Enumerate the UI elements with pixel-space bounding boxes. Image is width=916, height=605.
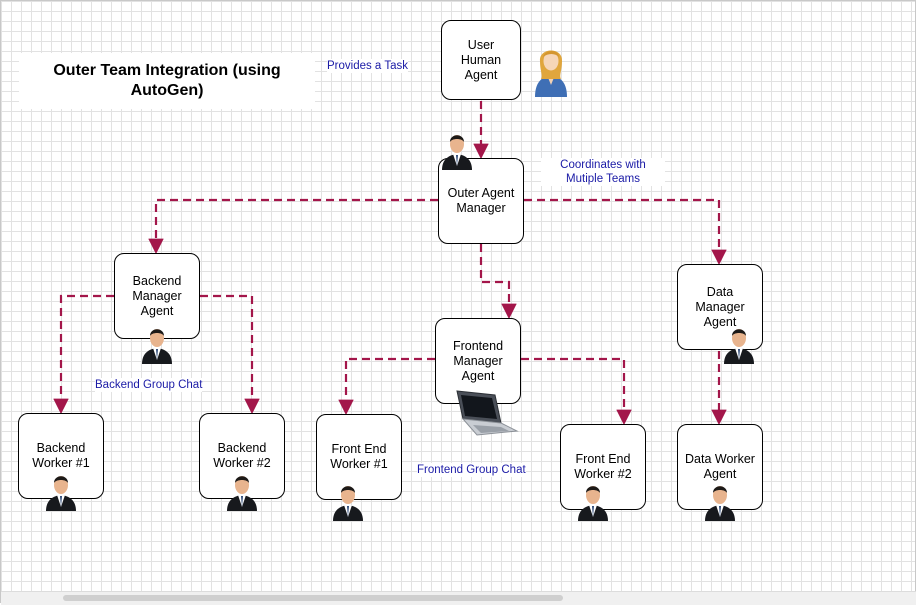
- scrollbar-thumb[interactable]: [63, 595, 563, 601]
- laptop-icon: [456, 390, 519, 436]
- edge-frontend-to-worker2: [521, 357, 632, 426]
- businessman-icon: [142, 329, 172, 364]
- node-front-end-worker-1[interactable]: Front End Worker #1: [316, 414, 402, 500]
- node-user-human-agent[interactable]: User Human Agent: [441, 20, 521, 100]
- businessman-icon: [227, 476, 257, 511]
- node-data-manager-agent[interactable]: Data Manager Agent: [677, 264, 763, 350]
- businessman-icon: [705, 486, 735, 521]
- node-front-end-worker-2[interactable]: Front End Worker #2: [560, 424, 646, 510]
- edge-frontend-to-worker1: [338, 357, 435, 416]
- node-outer-agent-manager[interactable]: Outer Agent Manager: [438, 158, 524, 244]
- horizontal-scrollbar[interactable]: [1, 591, 916, 605]
- edge-outer-to-data: [524, 198, 727, 266]
- businessman-icon: [333, 486, 363, 521]
- edge-outer-to-backend: [148, 198, 438, 255]
- caption-frontend-group-chat: Frontend Group Chat: [417, 463, 526, 477]
- businessman-icon: [46, 476, 76, 511]
- caption-coordinates: Coordinates with Mutiple Teams: [541, 158, 665, 186]
- businessman-icon: [442, 135, 472, 170]
- businesswoman-icon: [535, 50, 567, 97]
- diagram-title: Outer Team Integration (using AutoGen): [19, 53, 315, 109]
- edge-outer-to-frontend: [479, 244, 517, 320]
- caption-provides-task: Provides a Task: [327, 59, 408, 73]
- businessman-icon: [724, 329, 754, 364]
- businessman-icon: [578, 486, 608, 521]
- node-frontend-manager-agent[interactable]: Frontend Manager Agent: [435, 318, 521, 404]
- caption-backend-group-chat: Backend Group Chat: [95, 378, 203, 392]
- node-backend-manager-agent[interactable]: Backend Manager Agent: [114, 253, 200, 339]
- edge-backend-to-worker1: [53, 294, 114, 415]
- edge-backend-to-worker2: [200, 294, 260, 415]
